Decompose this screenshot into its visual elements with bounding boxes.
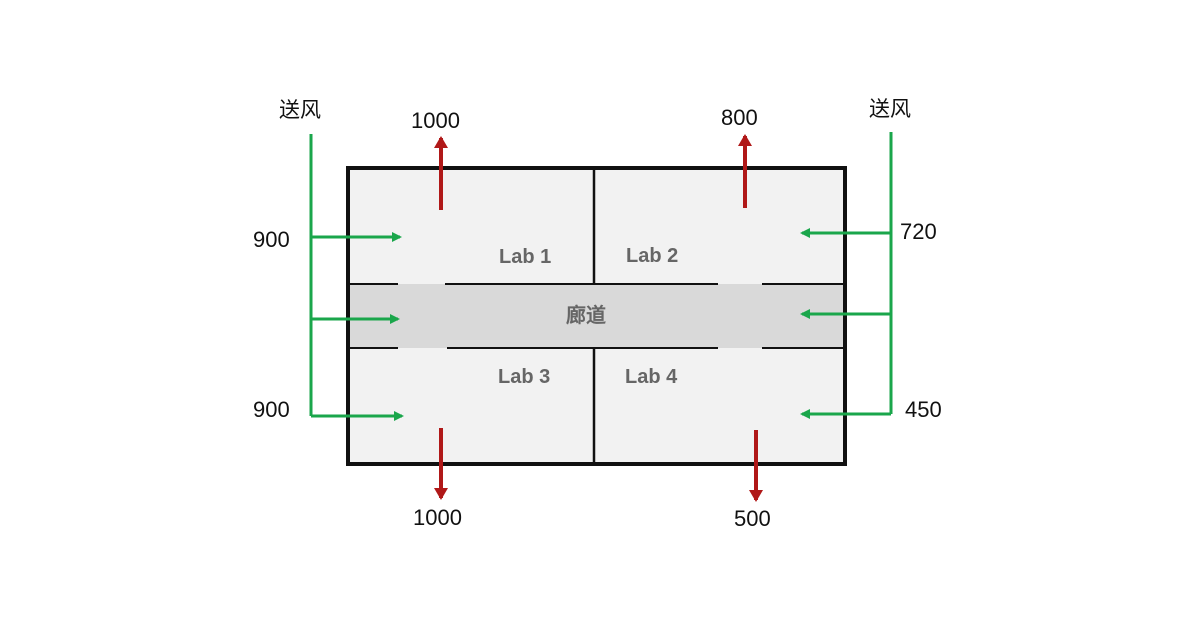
- corridor-area: [350, 284, 843, 348]
- room-label-lab1: Lab 1: [499, 246, 552, 268]
- exhaust-value-lab3: 1000: [413, 505, 462, 530]
- room-label-lab3: Lab 3: [498, 366, 551, 388]
- room-label-lab2: Lab 2: [626, 245, 679, 267]
- right-supply-title: 送风: [869, 97, 911, 121]
- left-supply-value-top: 900: [253, 227, 290, 252]
- left-supply-duct: [309, 134, 404, 421]
- room-label-lab4: Lab 4: [625, 366, 678, 388]
- corridor-label: 廊道: [566, 303, 606, 327]
- exhaust-value-lab4: 500: [734, 506, 771, 531]
- left-supply-title: 送风: [279, 98, 321, 122]
- left-supply-value-bottom: 900: [253, 397, 290, 422]
- exhaust-value-lab1: 1000: [411, 108, 460, 133]
- corridor-walls: [350, 283, 843, 349]
- right-supply-value-top: 720: [900, 219, 937, 244]
- exhaust-arrows: [434, 134, 763, 502]
- right-supply-value-bottom: 450: [905, 397, 942, 422]
- right-supply-duct: [800, 132, 893, 419]
- exhaust-value-lab2: 800: [721, 105, 758, 130]
